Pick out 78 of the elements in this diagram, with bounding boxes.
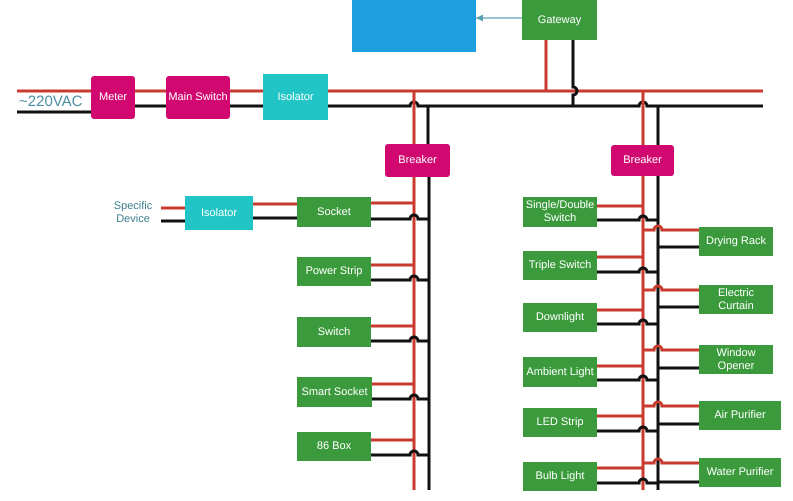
breaker-box: Breaker (385, 144, 450, 177)
wire (230, 104, 263, 108)
isolator-box: Isolator (263, 74, 328, 120)
wire (371, 274, 429, 282)
wire (597, 426, 658, 432)
wire (372, 382, 414, 386)
breaker-box: Breaker (611, 145, 674, 176)
device-box: Air Purifier (699, 401, 781, 430)
wire (597, 214, 658, 222)
wire (643, 458, 699, 464)
wire (253, 216, 297, 220)
device-box: Downlight (523, 303, 597, 332)
wire (656, 106, 660, 145)
switch-box: Main Switch (166, 76, 230, 119)
device-box: LED Strip (523, 408, 597, 437)
wire (597, 364, 643, 368)
wire (371, 450, 429, 456)
wire (371, 264, 414, 266)
wire (597, 478, 658, 484)
wire (371, 336, 429, 342)
device-box: Socket (297, 197, 371, 227)
wire (597, 318, 658, 326)
service-box (352, 0, 476, 52)
device-box: Water Purifier (699, 458, 781, 487)
voltage-label: ~220VAC (17, 91, 87, 112)
bus-wire (656, 176, 660, 490)
bus-wire (428, 177, 430, 490)
wire (597, 466, 643, 470)
wire (658, 366, 699, 370)
device-box: Smart Socket (297, 377, 372, 407)
wire (253, 202, 297, 206)
device-box: Electric Curtain (699, 285, 773, 314)
device-box: Switch (297, 317, 371, 347)
wire (658, 246, 699, 248)
bus-wire (328, 100, 763, 108)
wire (135, 90, 166, 92)
device-box: Ambient Light (523, 357, 597, 387)
wire (371, 202, 414, 204)
wire (597, 374, 658, 382)
wire (572, 40, 578, 106)
bus-wire (642, 176, 644, 490)
meter-box: Meter (91, 76, 135, 119)
wire (643, 284, 699, 292)
wire (643, 224, 699, 232)
bus-wire (412, 177, 416, 490)
wire (17, 110, 91, 114)
device-box: Drying Rack (699, 227, 773, 256)
wire (17, 90, 91, 92)
wire (230, 90, 263, 92)
device-box: Power Strip (297, 257, 371, 286)
arrow (476, 14, 522, 22)
wire (426, 106, 430, 144)
wire (372, 394, 429, 400)
device-box: 86 Box (297, 432, 371, 461)
wire (597, 308, 643, 312)
wire (371, 438, 414, 442)
wire (643, 400, 699, 408)
wire (658, 306, 699, 308)
wire (412, 91, 416, 144)
device-box: Bulb Light (523, 462, 597, 491)
wire (161, 220, 185, 222)
gateway-box: Gateway (522, 0, 597, 40)
wire (597, 414, 643, 418)
wire (161, 206, 185, 210)
wire (643, 344, 699, 352)
wire (658, 480, 699, 484)
wire (642, 91, 644, 145)
wire (597, 256, 643, 258)
device-box: Window Opener (699, 345, 773, 374)
wire (597, 266, 658, 274)
isolator-box: Isolator (185, 196, 253, 230)
wire (658, 422, 699, 426)
device-box: Single/Double Switch (523, 197, 597, 227)
wire (597, 204, 643, 208)
wire (371, 214, 429, 220)
wire (371, 324, 414, 328)
wire (135, 104, 166, 108)
device-box: Triple Switch (523, 251, 597, 280)
